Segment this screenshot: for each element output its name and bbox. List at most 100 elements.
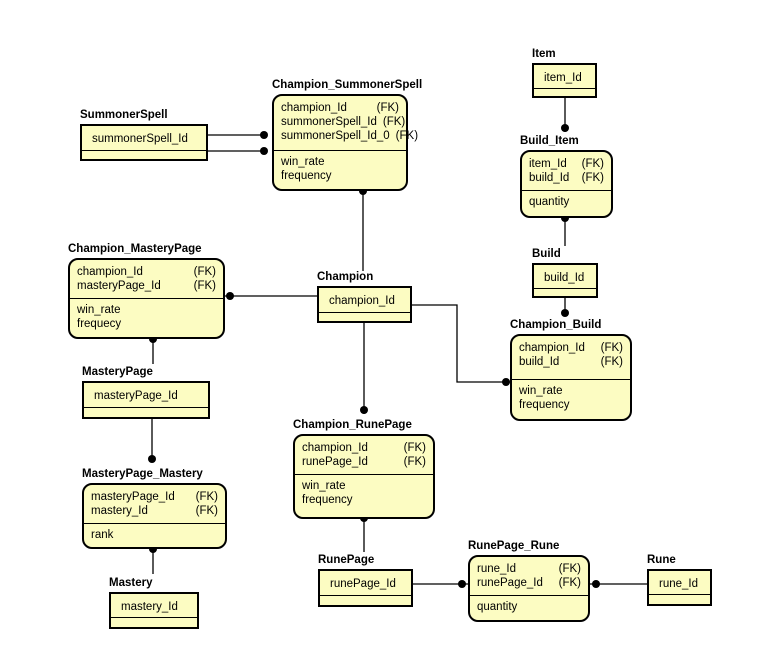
field-name: mastery_Id: [91, 505, 148, 517]
fk-tag: (FK): [193, 266, 216, 278]
field-win-rate: win_rate: [281, 156, 325, 168]
entity-box: champion_Id (FK) build_Id (FK) win_rate …: [510, 334, 632, 421]
field-row: item_Id (FK): [522, 157, 611, 171]
entity-box: masteryPage_Id (FK) mastery_Id (FK) rank: [82, 483, 227, 549]
field-row: rune_Id (FK): [470, 562, 588, 576]
field-frequency: frequency: [302, 494, 353, 506]
entity-title: Item: [532, 48, 556, 60]
field-name: masteryPage_Id: [91, 491, 175, 503]
field-mastery-id: mastery_Id: [121, 601, 178, 613]
entity-rune[interactable]: Rune rune_Id: [647, 553, 712, 606]
fk-tag: (FK): [395, 130, 419, 142]
entity-champion-build[interactable]: Champion_Build champion_Id (FK) build_Id…: [510, 318, 632, 421]
field-row: masteryPage_Id (FK): [84, 490, 225, 504]
field-name: champion_Id: [77, 266, 143, 278]
field-name: champion_Id: [281, 102, 347, 114]
entity-box: build_Id: [532, 263, 598, 298]
field-frequency: frequency: [519, 399, 570, 411]
field-name: masteryPage_Id: [77, 280, 161, 292]
entity-champion-masterypage[interactable]: Champion_MasteryPage champion_Id (FK) ma…: [68, 242, 225, 339]
fk-tag: (FK): [558, 577, 581, 589]
entity-title: Champion_SummonerSpell: [272, 79, 423, 91]
entity-box: runePage_Id: [318, 569, 413, 607]
field-row: runePage_Id (FK): [295, 455, 433, 469]
entity-champion-summonerspell[interactable]: Champion_SummonerSpell champion_Id (FK) …: [272, 78, 423, 191]
entity-runepage[interactable]: RunePage runePage_Id: [318, 553, 413, 607]
cardinality-dot: [458, 580, 466, 588]
field-name: summonerSpell_Id_0: [281, 130, 390, 142]
entity-title: Champion_RunePage: [293, 419, 412, 431]
fk-tag: (FK): [600, 342, 623, 354]
field-win-rate: win_rate: [77, 304, 121, 316]
entity-title: Rune: [647, 554, 676, 566]
entity-runepage-rune[interactable]: RunePage_Rune rune_Id (FK) runePage_Id (…: [468, 539, 590, 622]
field-row: champion_Id (FK): [512, 341, 630, 355]
field-row: mastery_Id (FK): [84, 504, 225, 518]
field-name: build_Id: [529, 172, 570, 184]
entity-box: mastery_Id: [109, 592, 199, 629]
cardinality-dot: [260, 131, 268, 139]
field-name: runePage_Id: [302, 456, 368, 468]
entity-build[interactable]: Build build_Id: [532, 247, 598, 298]
field-frequecy: frequecy: [77, 318, 122, 330]
cardinality-dot: [561, 309, 569, 317]
entity-masterypage[interactable]: MasteryPage masteryPage_Id: [82, 365, 210, 419]
field-row: build_Id (FK): [522, 171, 611, 185]
fk-tag: (FK): [600, 356, 623, 368]
entity-item[interactable]: Item item_Id: [532, 47, 597, 98]
fk-tag: (FK): [376, 102, 399, 114]
entity-title: MasteryPage: [82, 366, 153, 378]
cardinality-dot: [226, 292, 234, 300]
fk-tag: (FK): [403, 456, 426, 468]
field-row: summonerSpell_Id (FK): [274, 115, 406, 129]
entity-title: SummonerSpell: [80, 109, 168, 121]
entity-mastery[interactable]: Mastery mastery_Id: [109, 576, 199, 629]
entity-title: Mastery: [109, 577, 153, 589]
entity-box: champion_Id (FK) summonerSpell_Id (FK) s…: [272, 94, 418, 191]
entity-title: Champion_MasteryPage: [68, 243, 202, 255]
entity-title: MasteryPage_Mastery: [82, 468, 203, 480]
entity-box: rune_Id: [647, 569, 712, 606]
entity-build-item[interactable]: Build_Item item_Id (FK) build_Id (FK) qu…: [520, 134, 613, 218]
field-win-rate: win_rate: [302, 480, 346, 492]
entity-champion[interactable]: Champion champion_Id: [317, 270, 412, 323]
entity-champion-runepage[interactable]: Champion_RunePage champion_Id (FK) runeP…: [293, 418, 435, 519]
cardinality-dot: [260, 147, 268, 155]
field-item-id: item_Id: [544, 72, 582, 84]
field-summonerspell-id: summonerSpell_Id: [92, 133, 188, 145]
entity-box: champion_Id (FK) runePage_Id (FK) win_ra…: [293, 434, 435, 519]
entity-box: champion_Id: [317, 286, 412, 323]
fk-tag: (FK): [558, 563, 581, 575]
field-row: masteryPage_Id (FK): [70, 279, 223, 293]
entity-title: Build_Item: [520, 135, 579, 147]
field-row: summonerSpell_Id_0 (FK): [274, 129, 418, 143]
fk-tag: (FK): [403, 442, 426, 454]
field-rune-id: rune_Id: [659, 578, 699, 590]
cardinality-dot: [148, 455, 156, 463]
fk-tag: (FK): [581, 158, 604, 170]
entity-title: RunePage_Rune: [468, 540, 560, 552]
fk-tag: (FK): [581, 172, 604, 184]
entity-title: Champion: [317, 271, 374, 283]
field-name: summonerSpell_Id: [281, 116, 377, 128]
field-quantity: quantity: [529, 196, 570, 208]
entity-title: Build: [532, 248, 561, 260]
field-runepage-id: runePage_Id: [330, 578, 396, 590]
cardinality-dot: [592, 580, 600, 588]
fk-tag: (FK): [195, 505, 218, 517]
field-name: champion_Id: [302, 442, 368, 454]
field-build-id: build_Id: [544, 272, 585, 284]
field-name: item_Id: [529, 158, 567, 170]
entity-box: summonerSpell_Id: [80, 124, 208, 161]
fk-tag: (FK): [382, 116, 406, 128]
entity-masterypage-mastery[interactable]: MasteryPage_Mastery masteryPage_Id (FK) …: [82, 467, 227, 549]
field-name: build_Id: [519, 356, 560, 368]
entity-title: Champion_Build: [510, 319, 602, 331]
cardinality-dot: [360, 406, 368, 414]
entity-summonerspell[interactable]: SummonerSpell summonerSpell_Id: [80, 108, 208, 161]
fk-tag: (FK): [195, 491, 218, 503]
fk-tag: (FK): [193, 280, 216, 292]
field-rank: rank: [91, 529, 114, 541]
entity-box: rune_Id (FK) runePage_Id (FK) quantity: [468, 555, 590, 622]
